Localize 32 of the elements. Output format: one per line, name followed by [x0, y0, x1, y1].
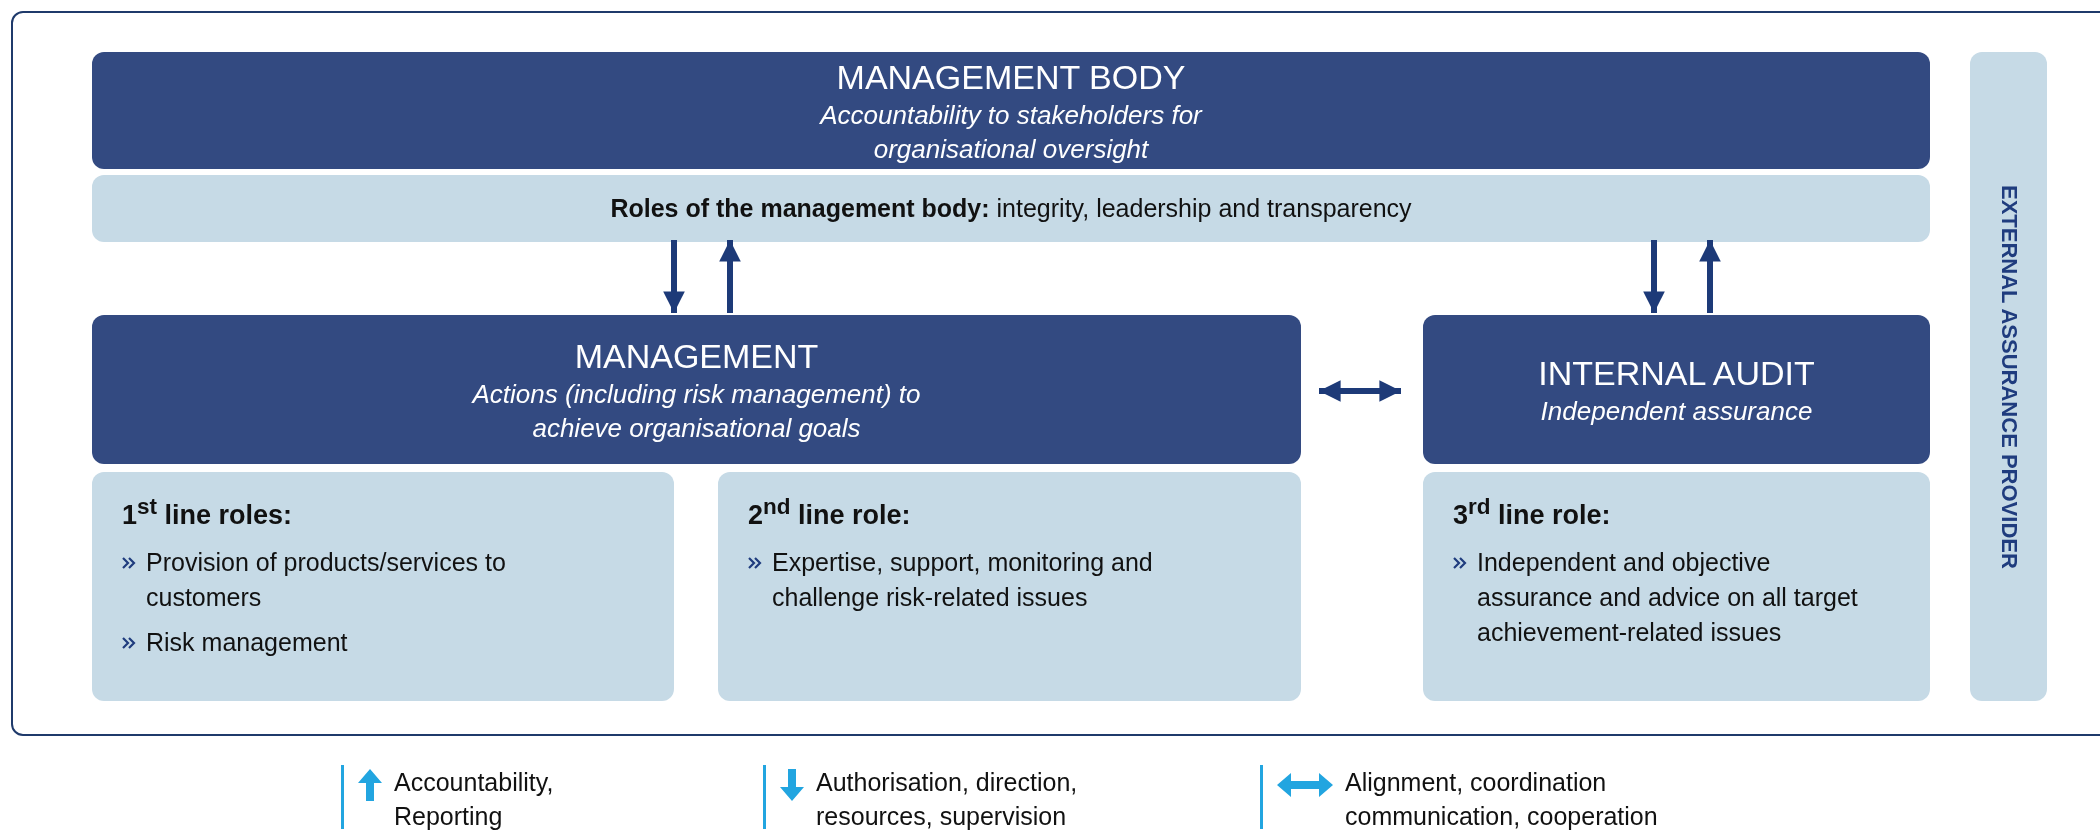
legend-text: Authorisation, direction, resources, supervision [816, 767, 1079, 832]
card-heading: 2$^{nd}$ line role: [748, 494, 911, 531]
governance-box [92, 52, 1930, 169]
side-band [1970, 52, 2047, 701]
box-subtitle: Actions (including risk management) to achieve organisational goals [470, 377, 922, 445]
legend-text: Accountability, Reporting [394, 767, 555, 832]
roles-card [92, 472, 674, 701]
list-item-text: Risk management [146, 627, 348, 658]
box-subtitle: Independent assurance [1540, 394, 1813, 428]
side-band-label: EXTERNAL ASSURANCE PROVIDER [1995, 184, 2022, 569]
arrow [1699, 240, 1721, 313]
legend-text: Alignment, coordination communication, cooperation [1345, 767, 1659, 832]
audit-box [1423, 315, 1930, 464]
arrow [719, 240, 741, 313]
box-subtitle: Accountability to stakeholders for organisational oversight [818, 98, 1204, 166]
box-heading: MANAGEMENT [574, 335, 819, 377]
list-item-text: Provision of products/services to customers [146, 547, 507, 613]
management-box [92, 315, 1301, 464]
roles-card [718, 472, 1301, 701]
box-heading: MANAGEMENT BODY [836, 56, 1186, 98]
card-heading: 1$^{st}$ line roles: [122, 494, 293, 531]
box-heading: INTERNAL AUDIT [1538, 352, 1815, 394]
band-text: Roles of the management body: integrity, leadership and transparency [610, 194, 1412, 223]
roles-band [92, 175, 1930, 242]
arrow [663, 240, 685, 313]
card-heading: 3$^{rd}$ line role: [1453, 494, 1611, 531]
list-item-text: Independent and objective assurance and advice on all target achievement-related issues [1477, 547, 1859, 648]
outer-frame [11, 11, 2100, 736]
roles-card [1423, 472, 1930, 701]
list-item-text: Expertise, support, monitoring and challenge risk-related issues [772, 547, 1154, 613]
arrow [1643, 240, 1665, 313]
double-arrow [1319, 380, 1401, 402]
